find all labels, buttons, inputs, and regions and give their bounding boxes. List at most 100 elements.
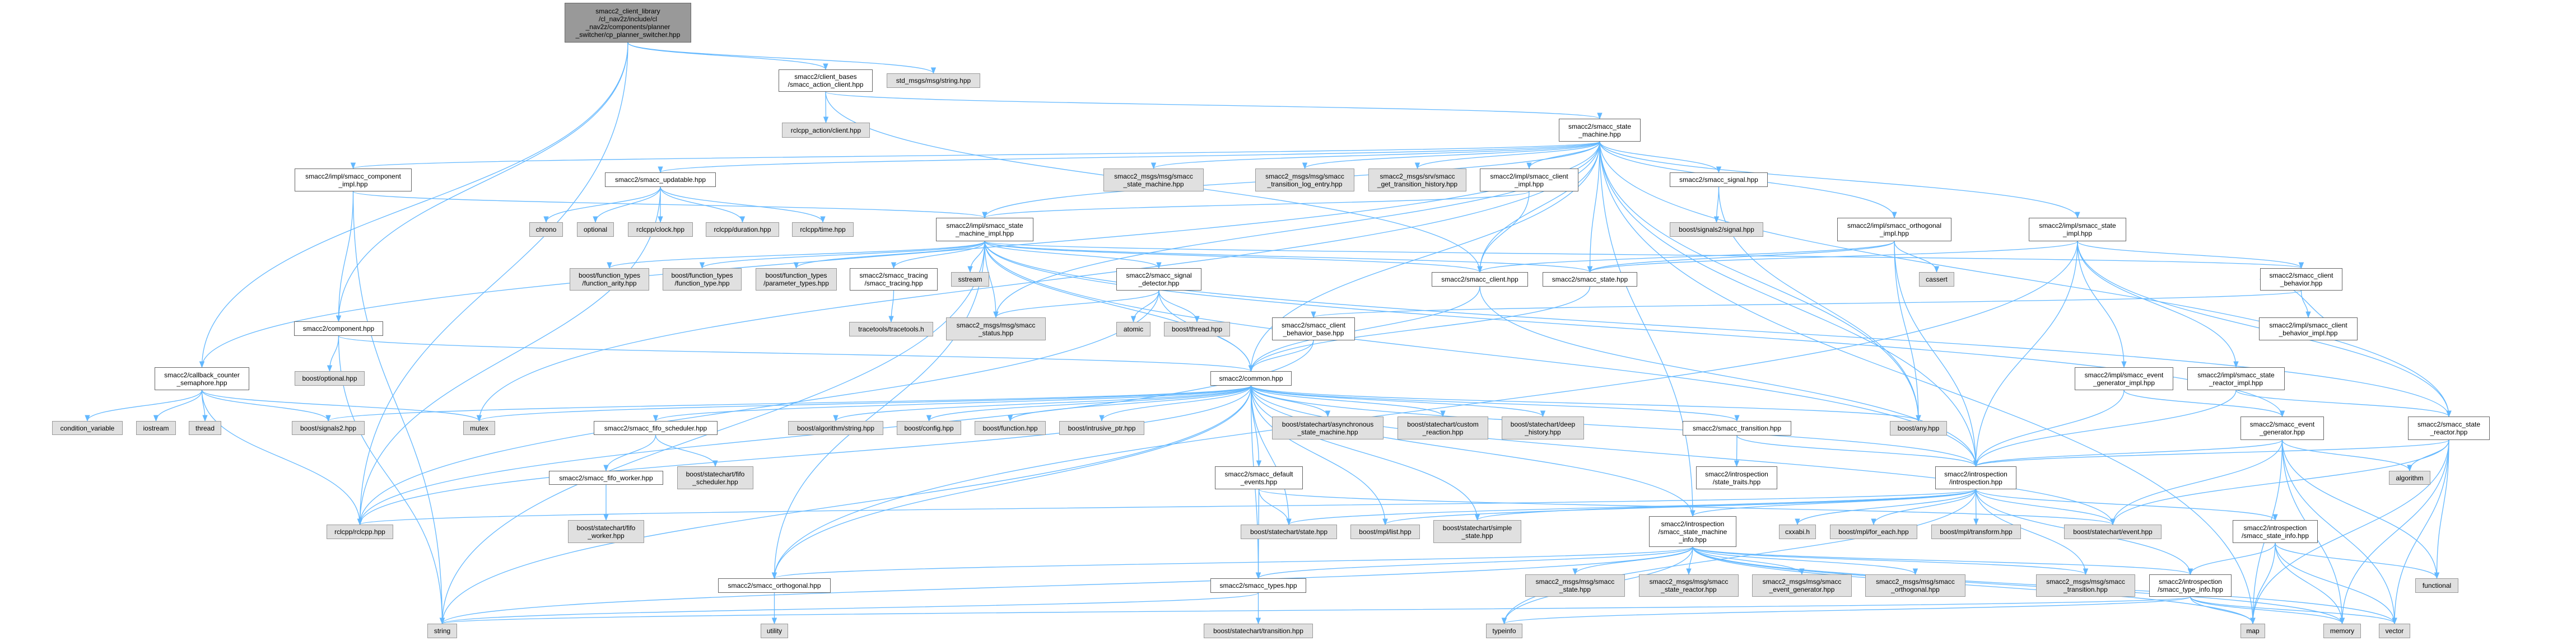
node-client[interactable]: smacc2/smacc_client.hpp — [1432, 272, 1528, 287]
node-action-client[interactable]: smacc2/client_bases /smacc_action_client… — [779, 69, 873, 92]
node-atomic: atomic — [1116, 322, 1150, 336]
node-msg-tle: smacc2_msgs/msg/smacc _transition_log_en… — [1255, 169, 1354, 191]
node-type-info[interactable]: smacc2/introspection /smacc_type_info.hp… — [2149, 574, 2232, 597]
edge-common-to-string — [439, 385, 1252, 625]
edge-common-to-rclcpp — [357, 385, 1252, 526]
edge-common-to-fifo_sched — [653, 385, 1252, 422]
edge-introspection-to-msg_trans — [1975, 489, 2089, 576]
node-label: boost/any.hpp — [1897, 424, 1940, 432]
node-algorithm: algorithm — [2389, 471, 2430, 485]
node-client-impl[interactable]: smacc2/impl/smacc_client _impl.hpp — [1480, 169, 1578, 191]
node-duration: rclcpp/duration.hpp — [706, 222, 779, 237]
edge-state-to-common — [1248, 286, 1591, 372]
node-label: smacc2/smacc_state _reactor.hpp — [2417, 420, 2481, 436]
node-label: boost/statechart/asynchronous _state_mac… — [1282, 420, 1374, 436]
node-sr-impl[interactable]: smacc2/impl/smacc_state _reactor_impl.hp… — [2187, 367, 2285, 390]
node-signal-detector[interactable]: smacc2/smacc_signal _detector.hpp — [1116, 268, 1201, 291]
edge-sm_info-to-memory — [1692, 546, 2345, 625]
edge-state_machine-to-signal — [1599, 141, 1722, 174]
node-sm-info[interactable]: smacc2/introspection /smacc_state_machin… — [1649, 516, 1736, 547]
node-bs-transition: boost/statechart/transition.hpp — [1204, 624, 1313, 638]
node-label: map — [2246, 627, 2260, 635]
edge-evgen-to-introspection — [1973, 439, 2283, 467]
edge-signal_detector-to-bthread — [1158, 290, 1200, 323]
node-label: smacc2/impl/smacc_event _generator_impl.… — [2084, 371, 2164, 387]
node-component[interactable]: smacc2/component.hpp — [294, 321, 383, 336]
node-cb[interactable]: smacc2/smacc_client _behavior.hpp — [2260, 268, 2342, 291]
edge-common-to-sm_info — [1250, 385, 1695, 517]
node-label: smacc2/smacc_state _machine.hpp — [1568, 122, 1632, 138]
edge-introspection-to-rclcpp — [357, 489, 1977, 526]
node-label: std_msgs/msg/string.hpp — [896, 77, 971, 85]
edge-state_machine-to-map — [1599, 141, 2256, 625]
edge-component_impl-to-component — [336, 191, 354, 322]
node-cb-impl[interactable]: smacc2/impl/smacc_client _behavior_impl.… — [2259, 317, 2358, 340]
node-thread: thread — [189, 421, 221, 435]
edge-sm_info-to-map — [1692, 546, 2256, 625]
node-label: boost/statechart/event.hpp — [2073, 528, 2153, 536]
edge-state_impl-to-evgen_impl — [2077, 241, 2127, 368]
node-state-info[interactable]: smacc2/introspection /smacc_state_info.h… — [2233, 520, 2318, 543]
node-label: smacc2_msgs/msg/smacc _status.hpp — [956, 321, 1036, 337]
node-cassert: cassert — [1919, 272, 1954, 287]
node-introspection[interactable]: smacc2/introspection /introspection.hpp — [1935, 466, 2016, 489]
node-state-machine[interactable]: smacc2/smacc_state _machine.hpp — [1559, 119, 1641, 142]
node-sm-impl[interactable]: smacc2/impl/smacc_state _machine_impl.hp… — [936, 218, 1033, 241]
node-state[interactable]: smacc2/smacc_state.hpp — [1543, 272, 1637, 287]
edge-sm_info-to-msg_trans — [1692, 546, 2088, 576]
node-label: smacc2_msgs/srv/smacc _get_transition_hi… — [1377, 172, 1458, 188]
edge-sm_impl-to-signal_detector — [984, 241, 1162, 269]
node-types[interactable]: smacc2/smacc_types.hpp — [1210, 578, 1306, 593]
edge-cbsem-to-signals2 — [201, 390, 331, 422]
edge-sm_info-to-msg_state — [1572, 546, 1693, 576]
node-label: mutex — [470, 424, 488, 432]
node-label: smacc2/smacc_fifo_scheduler.hpp — [604, 424, 707, 432]
node-state-impl[interactable]: smacc2/impl/smacc_state _impl.hpp — [2029, 218, 2126, 241]
edge-signal-to-signal_h — [1713, 186, 1720, 223]
node-evgen[interactable]: smacc2/smacc_event _generator.hpp — [2240, 417, 2324, 440]
node-tracing[interactable]: smacc2/smacc_tracing /smacc_tracing.hpp — [850, 268, 938, 291]
edge-common-to-any — [1250, 385, 1921, 422]
node-updatable[interactable]: smacc2/smacc_updatable.hpp — [605, 172, 716, 187]
node-cbsem[interactable]: smacc2/callback_counter _semaphore.hpp — [155, 367, 249, 390]
node-label: smacc2/client_bases /smacc_action_client… — [788, 73, 864, 88]
node-transition[interactable]: smacc2/smacc_transition.hpp — [1683, 421, 1791, 436]
node-label: boost/mpl/for_each.hpp — [1838, 528, 1909, 536]
node-label: thread — [195, 424, 215, 432]
edge-sm_impl-to-ft — [700, 241, 985, 269]
node-sreactor[interactable]: smacc2/smacc_state _reactor.hpp — [2408, 417, 2490, 440]
node-label: smacc2/impl/smacc_client _impl.hpp — [1490, 172, 1568, 188]
edge-cb-to-cb_impl — [2300, 290, 2311, 319]
edge-introspection-to-typeinfo — [1501, 489, 1977, 625]
node-bthread: boost/thread.hpp — [1164, 322, 1230, 336]
node-common[interactable]: smacc2/common.hpp — [1210, 371, 1292, 386]
edge-state_machine-to-state_impl — [1599, 141, 2080, 219]
node-tracetools: tracetools/tracetools.h — [849, 322, 933, 336]
node-component-impl[interactable]: smacc2/impl/smacc_component _impl.hpp — [295, 169, 412, 191]
edge-common-to-simple_state — [1250, 385, 1480, 521]
node-evgen-impl[interactable]: smacc2/impl/smacc_event _generator_impl.… — [2075, 367, 2173, 390]
node-state-traits[interactable]: smacc2/introspection /state_traits.hpp — [1696, 466, 1777, 489]
edge-client_impl-to-sm_impl — [982, 191, 1530, 219]
node-default-events[interactable]: smacc2/smacc_default _events.hpp — [1215, 466, 1303, 489]
edge-common-to-transition — [1250, 385, 1740, 422]
edge-cbsem-to-mutex — [201, 390, 482, 422]
node-orth-impl[interactable]: smacc2/impl/smacc_orthogonal _impl.hpp — [1837, 218, 1951, 241]
edge-evgen-to-functional — [2281, 439, 2440, 579]
edge-state_machine-to-client — [1477, 141, 1600, 273]
node-fifo-sched[interactable]: smacc2/smacc_fifo_scheduler.hpp — [594, 421, 718, 435]
node-fifo-worker[interactable]: smacc2/smacc_fifo_worker.hpp — [549, 471, 663, 485]
edge-tracing-to-tracetools — [888, 290, 895, 323]
node-signal[interactable]: smacc2/smacc_signal.hpp — [1670, 172, 1768, 187]
edge-state_machine-to-msg_tle — [1302, 141, 1600, 170]
node-label: smacc2/smacc_client.hpp — [1441, 275, 1518, 283]
edge-updatable-to-optional — [593, 186, 661, 223]
edge-sm_info-to-orthogonal — [772, 546, 1693, 579]
edge-sreactor-to-introspection — [1973, 439, 2449, 467]
node-label: boost/statechart/fifo _worker.hpp — [576, 523, 636, 540]
node-orthogonal[interactable]: smacc2/smacc_orthogonal.hpp — [718, 578, 831, 593]
node-cb-base[interactable]: smacc2/smacc_client _behavior_base.hpp — [1272, 317, 1355, 340]
edge-introspection-to-event — [1975, 489, 2116, 526]
edge-introspection-to-transform — [1973, 489, 1979, 526]
node-label: boost/statechart/custom _reaction.hpp — [1407, 420, 1479, 436]
